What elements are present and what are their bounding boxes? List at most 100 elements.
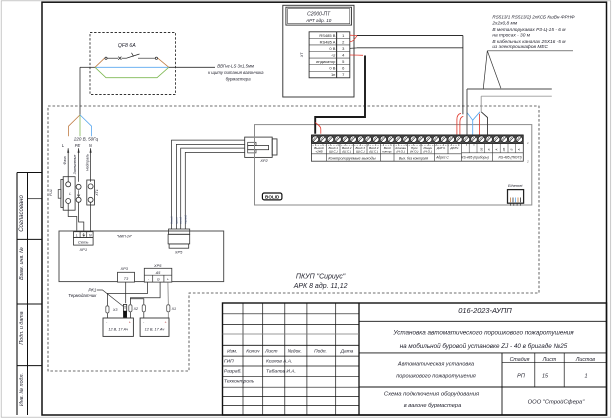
- svg-text:ХР3: ХР3: [120, 266, 129, 271]
- svg-text:№док.: №док.: [288, 348, 302, 354]
- svg-text:(Н.О.): (Н.О.): [410, 150, 418, 154]
- svg-text:Вход 4: Вход 4: [369, 146, 379, 150]
- svg-text:Инв. № подл.: Инв. № подл.: [19, 373, 25, 406]
- svg-text:Т3: Т3: [124, 277, 129, 281]
- svg-text:A: A: [495, 148, 499, 151]
- svg-text:(Н.О.): (Н.О.): [424, 150, 432, 154]
- svg-text:Х1: Х1: [171, 307, 177, 311]
- svg-text:-: -: [143, 320, 145, 324]
- svg-text:Подп. и дата: Подп. и дата: [19, 311, 25, 344]
- svg-text:Вход 3: Вход 3: [356, 146, 366, 150]
- svg-text:0 В: 0 В: [329, 46, 335, 51]
- svg-text:индикатор: индикатор: [316, 59, 336, 64]
- svg-text:1: 1: [527, 141, 529, 145]
- svg-text:Нейтраль: Нейтраль: [85, 154, 89, 171]
- svg-text:1: 1: [342, 33, 345, 38]
- svg-text:Козлов А.А.: Козлов А.А.: [266, 359, 292, 365]
- svg-text:7: 7: [342, 72, 345, 77]
- svg-text:B: B: [487, 148, 491, 150]
- svg-text:Разраб.: Разраб.: [224, 368, 242, 374]
- svg-text:Сеть: Сеть: [78, 240, 89, 245]
- svg-text:B: B: [510, 148, 514, 150]
- svg-text:Термодатчик: Термодатчик: [68, 293, 97, 298]
- svg-text:(Ш.С.): (Ш.С.): [329, 150, 338, 154]
- svg-text:RS485 A: RS485 A: [320, 39, 336, 44]
- svg-text:ХР1: ХР1: [79, 247, 88, 252]
- svg-text:1н: 1н: [331, 72, 335, 77]
- svg-text:016-2023-АУПП: 016-2023-АУПП: [458, 306, 512, 315]
- svg-text:Дата: Дата: [340, 348, 354, 354]
- svg-text:L: L: [69, 191, 71, 196]
- svg-text:-: -: [148, 278, 150, 282]
- svg-text:ХТ: ХТ: [300, 52, 304, 58]
- svg-text:RS-485 (приборы): RS-485 (приборы): [461, 156, 489, 160]
- svg-text:Установка автоматического поро: Установка автоматического порошкового по…: [392, 329, 574, 336]
- svg-text:Изм.: Изм.: [227, 348, 237, 354]
- svg-text:(Ш.С.): (Ш.С.): [342, 150, 351, 154]
- svg-text:на тросах - 30 м: на тросах - 30 м: [492, 33, 530, 39]
- svg-text:ХТ1: ХТ1: [95, 189, 99, 197]
- svg-text:L: L: [76, 234, 78, 238]
- svg-text:"МИП-24": "МИП-24": [117, 235, 133, 239]
- svg-text:3: 3: [342, 46, 345, 51]
- svg-text:N: N: [89, 143, 92, 148]
- svg-text:RS513/1 RS513/2) 2хКСБ КшВн-ФР: RS513/1 RS513/2) 2хКСБ КшВн-ФРНФ: [492, 15, 575, 20]
- svg-text:Вход: Вход: [384, 146, 391, 150]
- svg-text:Ревун: Ревун: [423, 146, 432, 150]
- svg-text:на мобильной буровой установке: на мобильной буровой установке ZJ - 40 в…: [400, 342, 568, 350]
- svg-text:4: 4: [342, 52, 345, 57]
- svg-text:A: A: [517, 148, 521, 151]
- svg-text:Автоматическая установка: Автоматическая установка: [397, 361, 474, 367]
- svg-text:Листов: Листов: [575, 357, 596, 363]
- svg-text:черный: черный: [183, 214, 187, 224]
- svg-text:В кабельных каналах 25Х16 -5 м: В кабельных каналах 25Х16 -5 м: [492, 39, 566, 45]
- svg-text:12 В, 17 Ач: 12 В, 17 Ач: [145, 328, 165, 332]
- svg-text:Вых. без контроля: Вых. без контроля: [399, 156, 429, 160]
- svg-text:ДАТЧ.: ДАТЧ.: [449, 146, 459, 150]
- svg-text:BOLID: BOLID: [265, 195, 280, 200]
- svg-text:порошкового пожаротушения: порошкового пожаротушения: [396, 373, 476, 379]
- svg-text:ВВГнг-LS 3х1,5мм: ВВГнг-LS 3х1,5мм: [217, 63, 254, 68]
- svg-text:Выход: Выход: [314, 146, 324, 150]
- svg-text:Контролируемые выходы: Контролируемые выходы: [328, 156, 375, 161]
- svg-text:+: +: [167, 278, 169, 282]
- svg-text:Заземление: Заземление: [73, 155, 77, 175]
- svg-text:РК1: РК1: [88, 288, 97, 293]
- svg-text:QF8 6А: QF8 6А: [118, 43, 136, 49]
- svg-text:Вход 1: Вход 1: [329, 146, 339, 150]
- svg-text:(Н.О.): (Н.О.): [397, 150, 405, 154]
- svg-text:Клапан: Клапан: [396, 146, 407, 150]
- svg-text:6: 6: [342, 66, 345, 71]
- svg-text:RS485 B: RS485 B: [319, 33, 335, 38]
- svg-text:Лист: Лист: [542, 357, 557, 363]
- svg-text:к щиту питания вагончика: к щиту питания вагончика: [208, 70, 264, 75]
- svg-text:в вагоне бурмастера: в вагоне бурмастера: [404, 403, 461, 409]
- svg-text:ООО "СтройСфера": ООО "СтройСфера": [528, 398, 586, 405]
- svg-text:ПКУП "Сириус": ПКУП "Сириус": [296, 274, 346, 281]
- svg-text:красн: красн: [175, 217, 178, 224]
- svg-text:Адрес С: Адрес С: [435, 156, 449, 160]
- svg-text:Взам. инв. №: Взам. инв. №: [19, 247, 25, 280]
- svg-text:N: N: [89, 234, 92, 238]
- svg-text:(Ш.С.): (Ш.С.): [356, 150, 365, 154]
- svg-text:РП: РП: [517, 373, 525, 379]
- svg-text:АРК 8 адр. 11,12: АРК 8 адр. 11,12: [293, 282, 348, 290]
- svg-text:Ethernet: Ethernet: [508, 184, 523, 188]
- svg-text:ХР5: ХР5: [153, 263, 162, 268]
- svg-text:RS-485 (ПКУП): RS-485 (ПКУП): [498, 156, 521, 160]
- svg-text:Х2: Х2: [133, 307, 139, 311]
- svg-text:2: 2: [342, 39, 345, 44]
- svg-text:А5: А5: [155, 271, 161, 275]
- svg-text:0В: 0В: [502, 148, 506, 152]
- svg-text:12 В, 17 Ач: 12 В, 17 Ач: [108, 328, 128, 332]
- svg-text:0В: 0В: [479, 148, 483, 152]
- svg-text:Х3: Х3: [112, 308, 118, 312]
- svg-text:из электрошкафов МЕС: из электрошкафов МЕС: [492, 44, 548, 50]
- svg-text:Колич: Колич: [246, 348, 260, 354]
- svg-text:Техконтроль: Техконтроль: [224, 379, 255, 385]
- svg-text:В металлорукавах Р3-Ц-15 - 6 м: В металлорукавах Р3-Ц-15 - 6 м: [492, 27, 566, 33]
- svg-text:1: 1: [584, 373, 587, 379]
- svg-text:G: G: [157, 278, 160, 282]
- svg-text:синий: синий: [179, 216, 183, 224]
- svg-text:L: L: [62, 143, 64, 148]
